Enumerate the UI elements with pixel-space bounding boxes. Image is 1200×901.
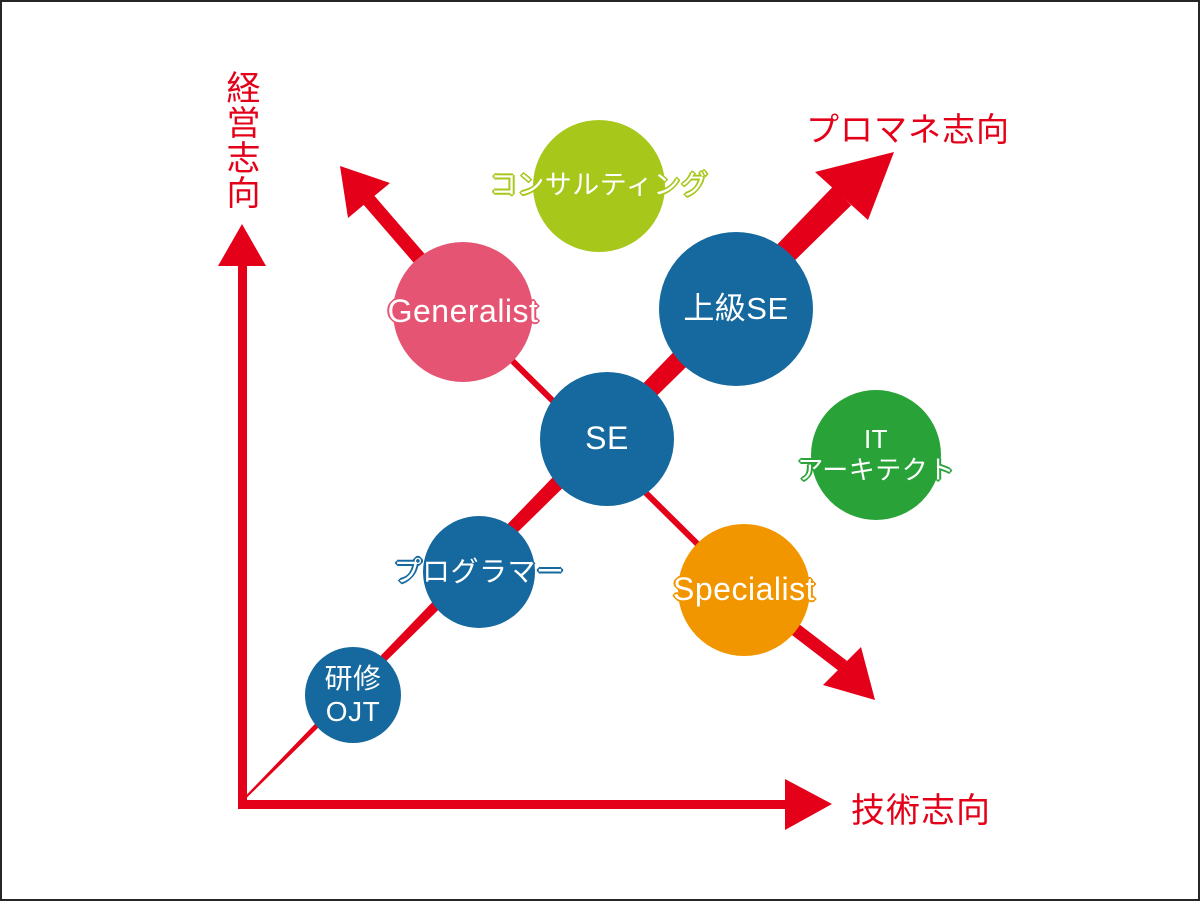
bubble-label-senior-se: 上級SE <box>683 290 789 326</box>
diagonal-axis-label: プロマネ志向 <box>806 111 1010 148</box>
bubble-label-consulting: コンサルティング <box>489 170 709 201</box>
bubble-se: SE <box>540 372 674 506</box>
bubble-senior-se: 上級SE <box>659 232 813 386</box>
bubble-training-ojt: 研修 OJT <box>305 647 401 743</box>
bubble-label-programmer: プログラマー <box>393 556 565 588</box>
y-axis-line <box>238 264 247 809</box>
x-axis-arrowhead-icon <box>785 779 832 830</box>
upper-left-arrowhead-icon <box>340 166 390 218</box>
lower-right-arrowhead-icon <box>823 647 875 700</box>
y-axis-arrowhead-icon <box>218 224 266 266</box>
bubble-it-architect: IT アーキテクト <box>797 390 954 520</box>
bubble-generalist: Generalist <box>388 242 538 382</box>
bubble-label-se: SE <box>585 420 629 457</box>
bubble-consulting: コンサルティング <box>490 120 708 252</box>
bubble-label-specialist: Specialist <box>673 571 815 608</box>
bubble-label-generalist: Generalist <box>387 293 539 330</box>
promanager-arrowhead-icon <box>815 152 894 220</box>
bubble-programmer: プログラマー <box>394 516 564 628</box>
x-axis-label: 技術志向 <box>851 792 991 830</box>
bubble-specialist: Specialist <box>673 524 814 656</box>
x-axis-line <box>238 800 786 809</box>
y-axis-label: 経営志向 <box>221 70 259 210</box>
bubble-label-training-ojt: 研修 OJT <box>324 662 382 727</box>
bubble-label-it-architect: IT アーキテクト <box>797 424 955 485</box>
